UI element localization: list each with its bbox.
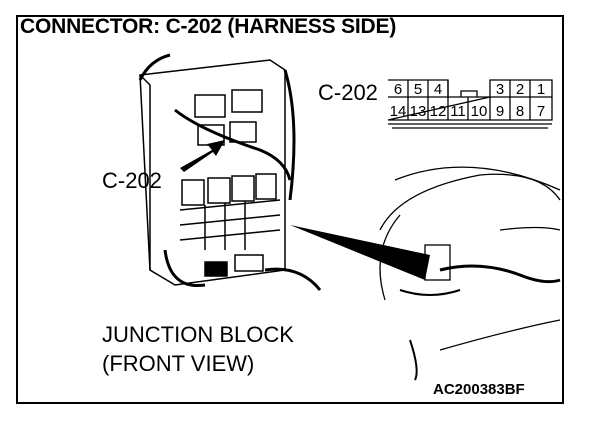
pointer-label: C-202 [102, 168, 162, 193]
pin-11: 11 [450, 103, 466, 120]
pin-10: 10 [471, 103, 488, 120]
pin-1: 1 [537, 81, 545, 98]
pin-3: 3 [496, 81, 504, 98]
pin-14: 14 [390, 103, 407, 120]
pin-8: 8 [516, 103, 524, 120]
pin-5: 5 [414, 81, 422, 98]
pin-4: 4 [434, 81, 442, 98]
block-label-line2: (FRONT VIEW) [102, 351, 255, 376]
harness-wires [138, 53, 322, 291]
connector-pin-labels: 6 5 4 3 2 1 14 13 12 11 10 9 8 7 [390, 81, 546, 120]
pointer-arrow [180, 140, 225, 172]
pin-2: 2 [516, 81, 524, 98]
pin-13: 13 [410, 103, 427, 120]
projection [290, 225, 430, 280]
dashboard-drawing [379, 166, 561, 381]
pin-9: 9 [496, 103, 504, 120]
pin-7: 7 [537, 103, 545, 120]
block-label-line1: JUNCTION BLOCK [102, 322, 294, 347]
pin-12: 12 [430, 103, 447, 120]
figure-code: AC200383BF [433, 381, 525, 398]
connector-face-diagram [387, 79, 553, 129]
figure-frame [16, 15, 564, 404]
figure-title: CONNECTOR: C-202 (HARNESS SIDE) [20, 15, 397, 38]
pin-6: 6 [394, 81, 402, 98]
connector-label: C-202 [318, 80, 378, 105]
